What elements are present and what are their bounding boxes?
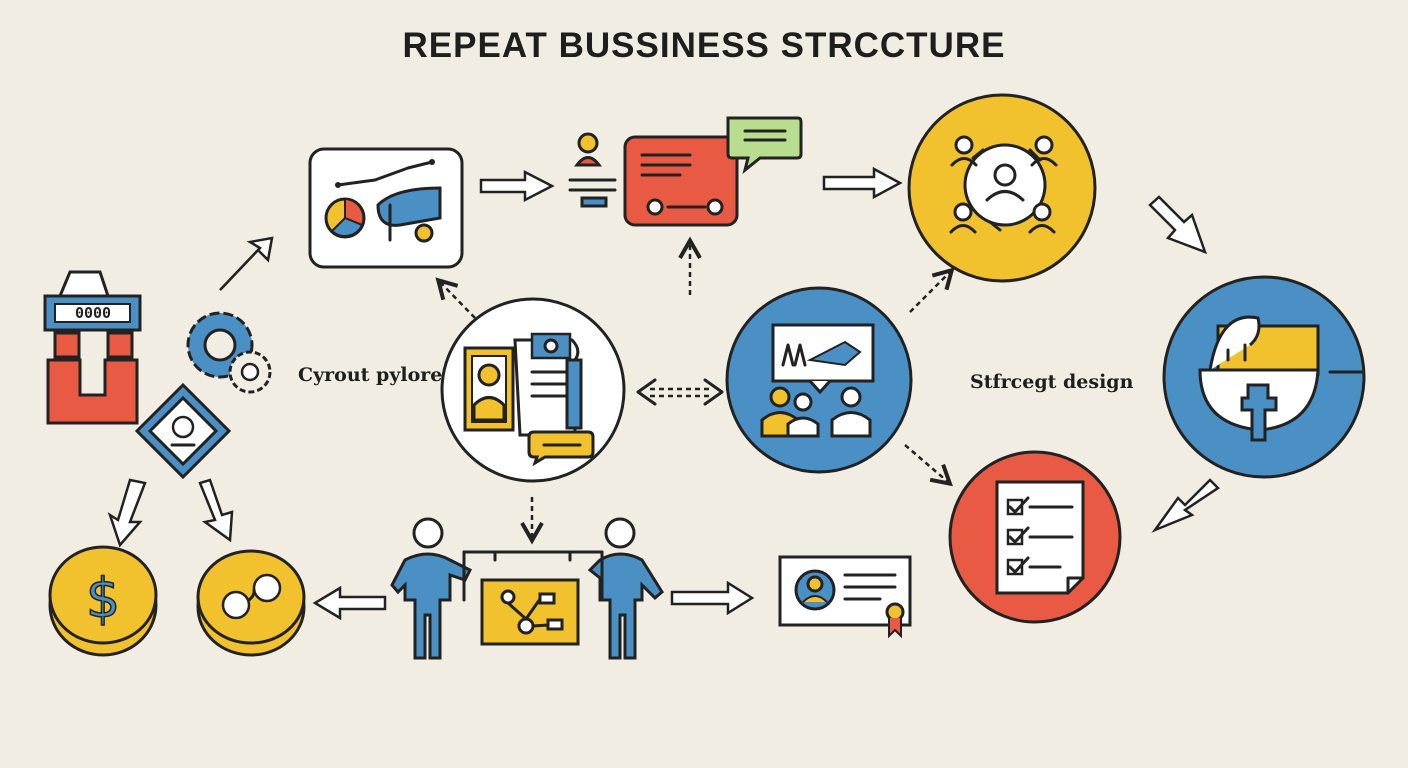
product-strategy-circle bbox=[1162, 275, 1366, 479]
team-network-circle bbox=[907, 93, 1097, 283]
dashed-arrow-2 bbox=[904, 444, 953, 487]
arrow-right-3 bbox=[670, 580, 755, 616]
dashboard-card bbox=[308, 147, 464, 269]
double-dashed-arrow bbox=[636, 378, 724, 406]
label-left: Cyrout pylore bbox=[298, 364, 443, 386]
certificate-card bbox=[778, 555, 912, 639]
arrow-left bbox=[312, 585, 387, 621]
presentation-chat-group bbox=[568, 116, 803, 227]
dollar-coin-icon bbox=[48, 545, 158, 657]
dashed-arrow-4 bbox=[435, 277, 476, 319]
dollar-symbol: $ bbox=[86, 567, 120, 630]
arrow-right-1 bbox=[479, 169, 555, 203]
counter-digits: 0000 bbox=[75, 304, 111, 322]
checklist-circle bbox=[948, 450, 1122, 624]
coins-chain-icon bbox=[196, 549, 306, 657]
arrow-right-2 bbox=[822, 166, 903, 200]
label-right: Stfrcegt design bbox=[970, 371, 1134, 393]
arrow-down-left-2 bbox=[107, 478, 147, 548]
arrow-down-left-1 bbox=[1151, 478, 1220, 533]
collaboration-people-icon bbox=[390, 517, 664, 660]
diagram-title: REPEAT BUSSINESS STRCCTURE bbox=[402, 26, 1006, 65]
meeting-circle bbox=[725, 286, 913, 474]
curved-arrow-up bbox=[219, 236, 274, 291]
profile-document-circle bbox=[440, 297, 626, 483]
arrow-down-right-2 bbox=[198, 478, 234, 543]
camera-diamond-icon bbox=[134, 382, 232, 480]
gear-icon bbox=[186, 311, 272, 394]
machine-counter-icon bbox=[43, 270, 142, 425]
dashed-arrow-1 bbox=[909, 267, 955, 313]
arrow-down-right-1 bbox=[1148, 195, 1208, 255]
